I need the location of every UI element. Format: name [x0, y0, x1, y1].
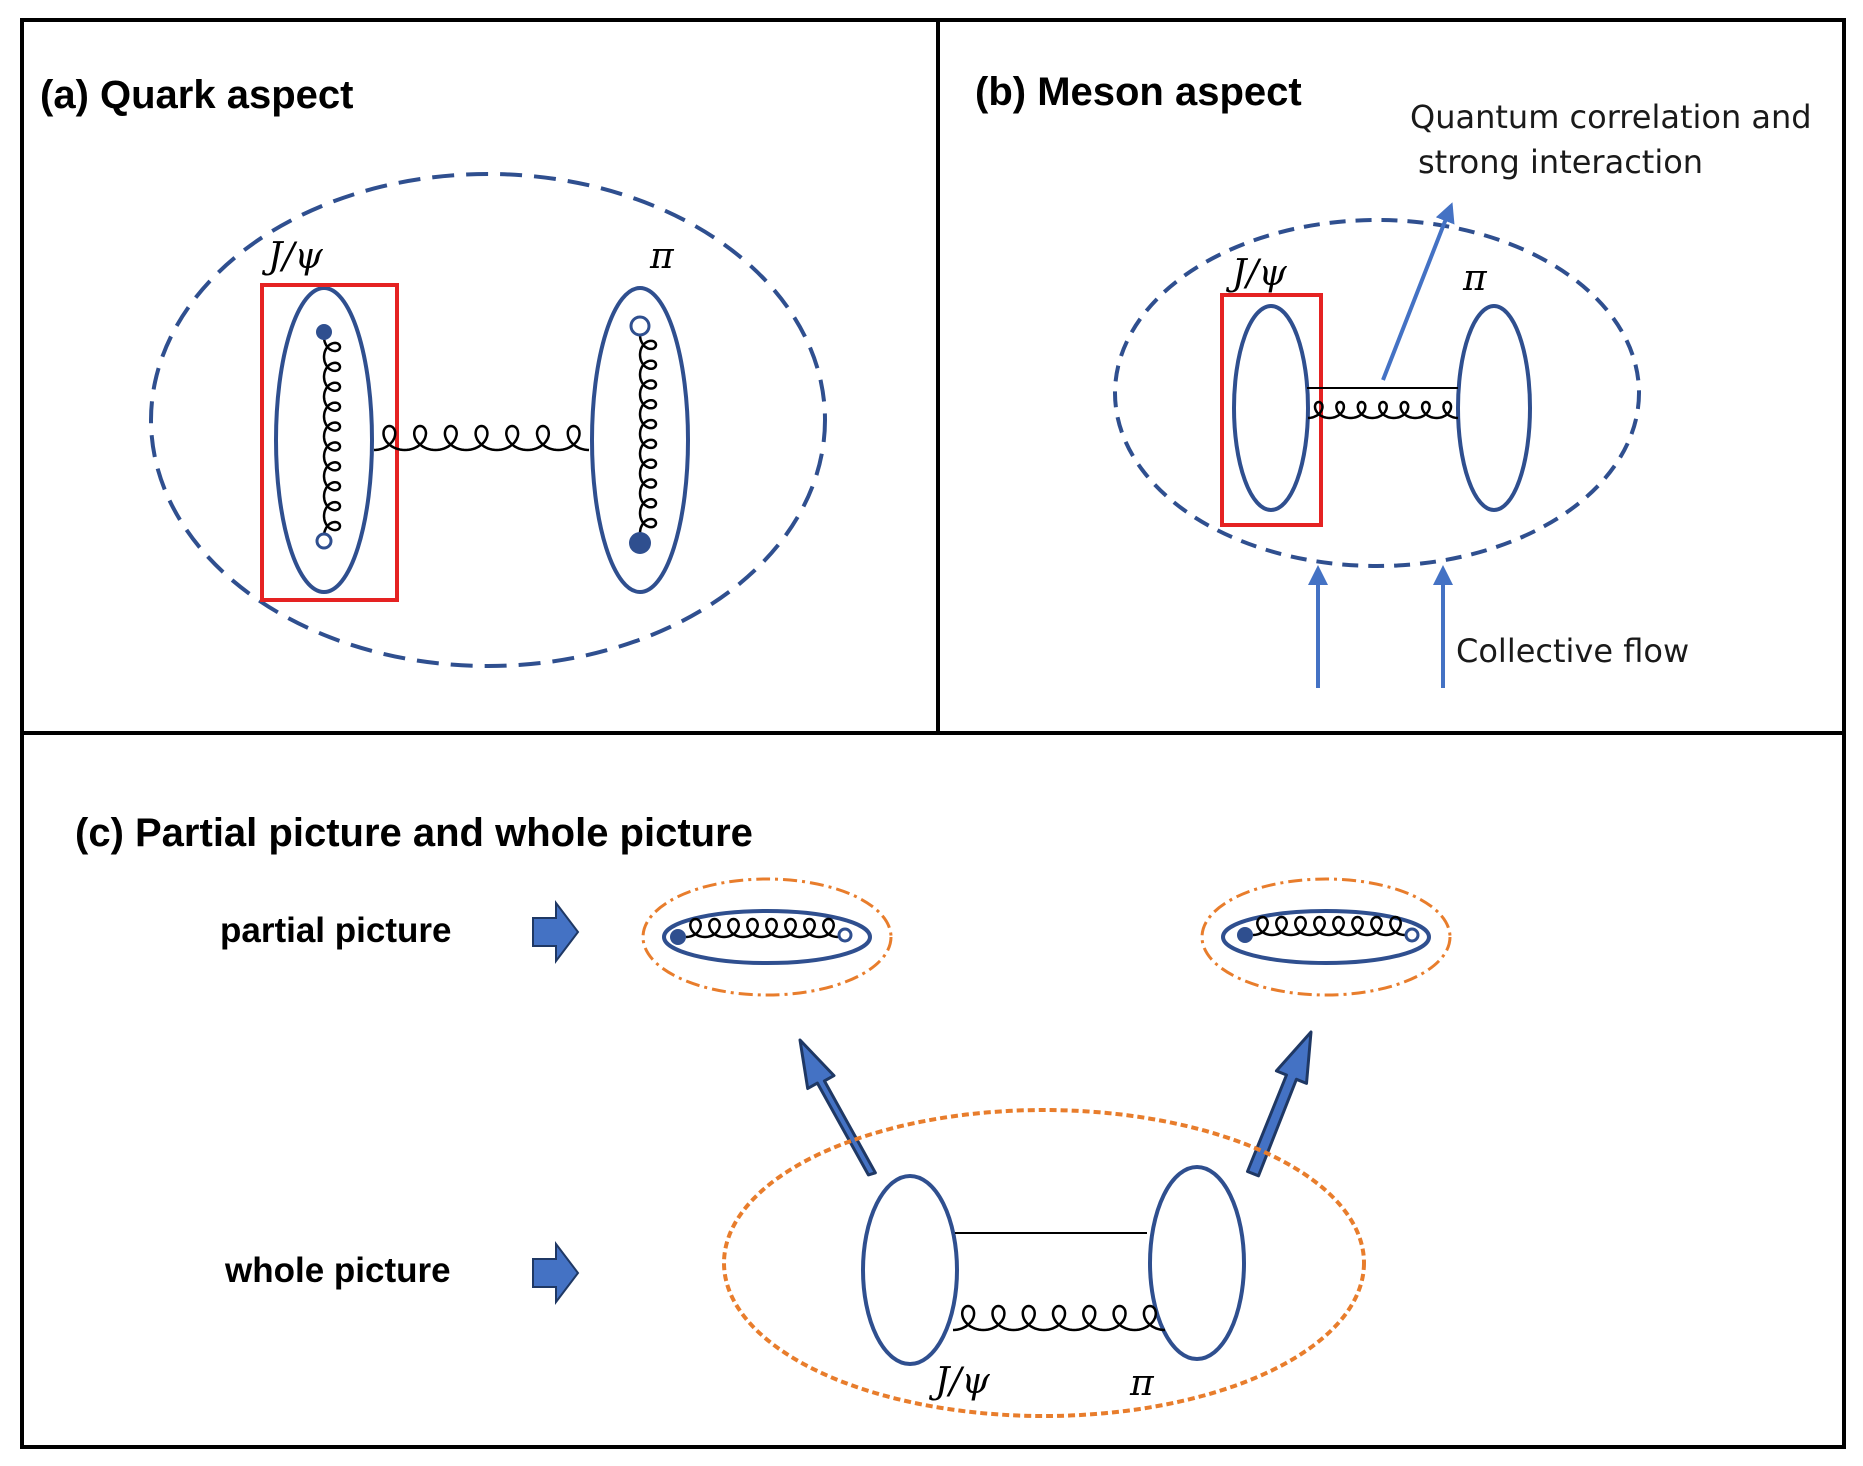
panel-c-partial-pi-boundary [1200, 877, 1452, 997]
panel-c-partial-jpsi-gluon [685, 917, 839, 939]
panel-c-whole-jpsi-meson [861, 1174, 959, 1366]
gluon-spring [1252, 915, 1406, 937]
panel-c-whole-pi-meson [1148, 1165, 1246, 1361]
panel-c-jpsi-label: J/ψ [928, 1361, 991, 1402]
panel-a-jpsi-quark [316, 324, 332, 340]
panel-c-right-split-arrow [1246, 1030, 1313, 1178]
panel-a-exchange-gluon [373, 424, 590, 452]
panel-b-jpsi-label: J/ψ [1225, 253, 1288, 294]
panel-c-partial-jpsi-quark [670, 929, 686, 945]
panel-b-flow-label: Collective flow [1456, 632, 1689, 670]
panel-b-annotation-line2: strong interaction [1418, 143, 1703, 181]
panel-c-whole-label: whole picture [224, 1251, 451, 1290]
panel-b-annotation-line1: Quantum correlation and [1410, 98, 1812, 136]
panel-a-highlight-box [260, 283, 399, 602]
panel-c-left-split-arrow [798, 1038, 877, 1177]
panel-b-jpsi-meson [1232, 304, 1310, 512]
panel-b-annotation-arrow [1381, 202, 1455, 381]
panel-b: (b) Meson aspect Quantum correlation and… [975, 70, 1812, 688]
gluon-spring [685, 917, 839, 939]
gluon-spring [322, 336, 342, 537]
panel-a-system-boundary [149, 172, 827, 668]
panel-b-system-boundary [1113, 218, 1641, 568]
panel-c-partial-pi-meson [1221, 909, 1431, 965]
gluon-spring [638, 334, 658, 534]
panel-c-title: (c) Partial picture and whole picture [75, 811, 753, 855]
panel-c-whole-exchange-gluon [952, 1304, 1166, 1332]
panel-c-whole-arrow-icon [532, 1241, 580, 1305]
panel-a-title: (a) Quark aspect [40, 73, 353, 117]
panel-c: (c) Partial picture and whole picture pa… [75, 811, 1452, 1418]
panel-b-title: (b) Meson aspect [975, 70, 1302, 114]
panel-a-pi-antiquark [629, 315, 651, 337]
panel-c-pi-label: π [1129, 1363, 1155, 1404]
panel-c-partial-jpsi-meson [662, 909, 872, 965]
gluon-spring [1307, 400, 1459, 420]
panel-a-jpsi-label: J/ψ [261, 236, 324, 277]
panel-a-jpsi-gluon [322, 336, 342, 537]
panel-a-pi-meson [590, 286, 690, 594]
panel-a-jpsi-antiquark [315, 532, 333, 550]
panel-b-pi-meson [1456, 304, 1532, 512]
panel-b-pi-label: π [1462, 258, 1488, 299]
panel-c-partial-pi-gluon [1252, 915, 1406, 937]
gluon-spring [952, 1304, 1166, 1332]
panel-a-pi-quark [629, 532, 651, 554]
panel-c-partial-arrow-icon [532, 900, 580, 964]
panel-a-pi-label: π [649, 236, 675, 277]
panel-c-partial-jpsi-antiquark [837, 927, 853, 943]
panel-c-partial-pi-quark [1237, 927, 1253, 943]
panel-a-jpsi-meson [274, 286, 374, 594]
panel-c-partial-jpsi-boundary [641, 877, 893, 997]
panel-c-whole-system-boundary [722, 1108, 1366, 1418]
panel-a-pi-gluon [638, 334, 658, 534]
gluon-spring [373, 424, 590, 452]
panel-b-exchange-gluon [1307, 400, 1459, 420]
panel-c-partial-pi-antiquark [1404, 927, 1420, 943]
panel-c-partial-label: partial picture [220, 911, 451, 950]
panel-a: (a) Quark aspect J/ψ π [40, 73, 827, 668]
